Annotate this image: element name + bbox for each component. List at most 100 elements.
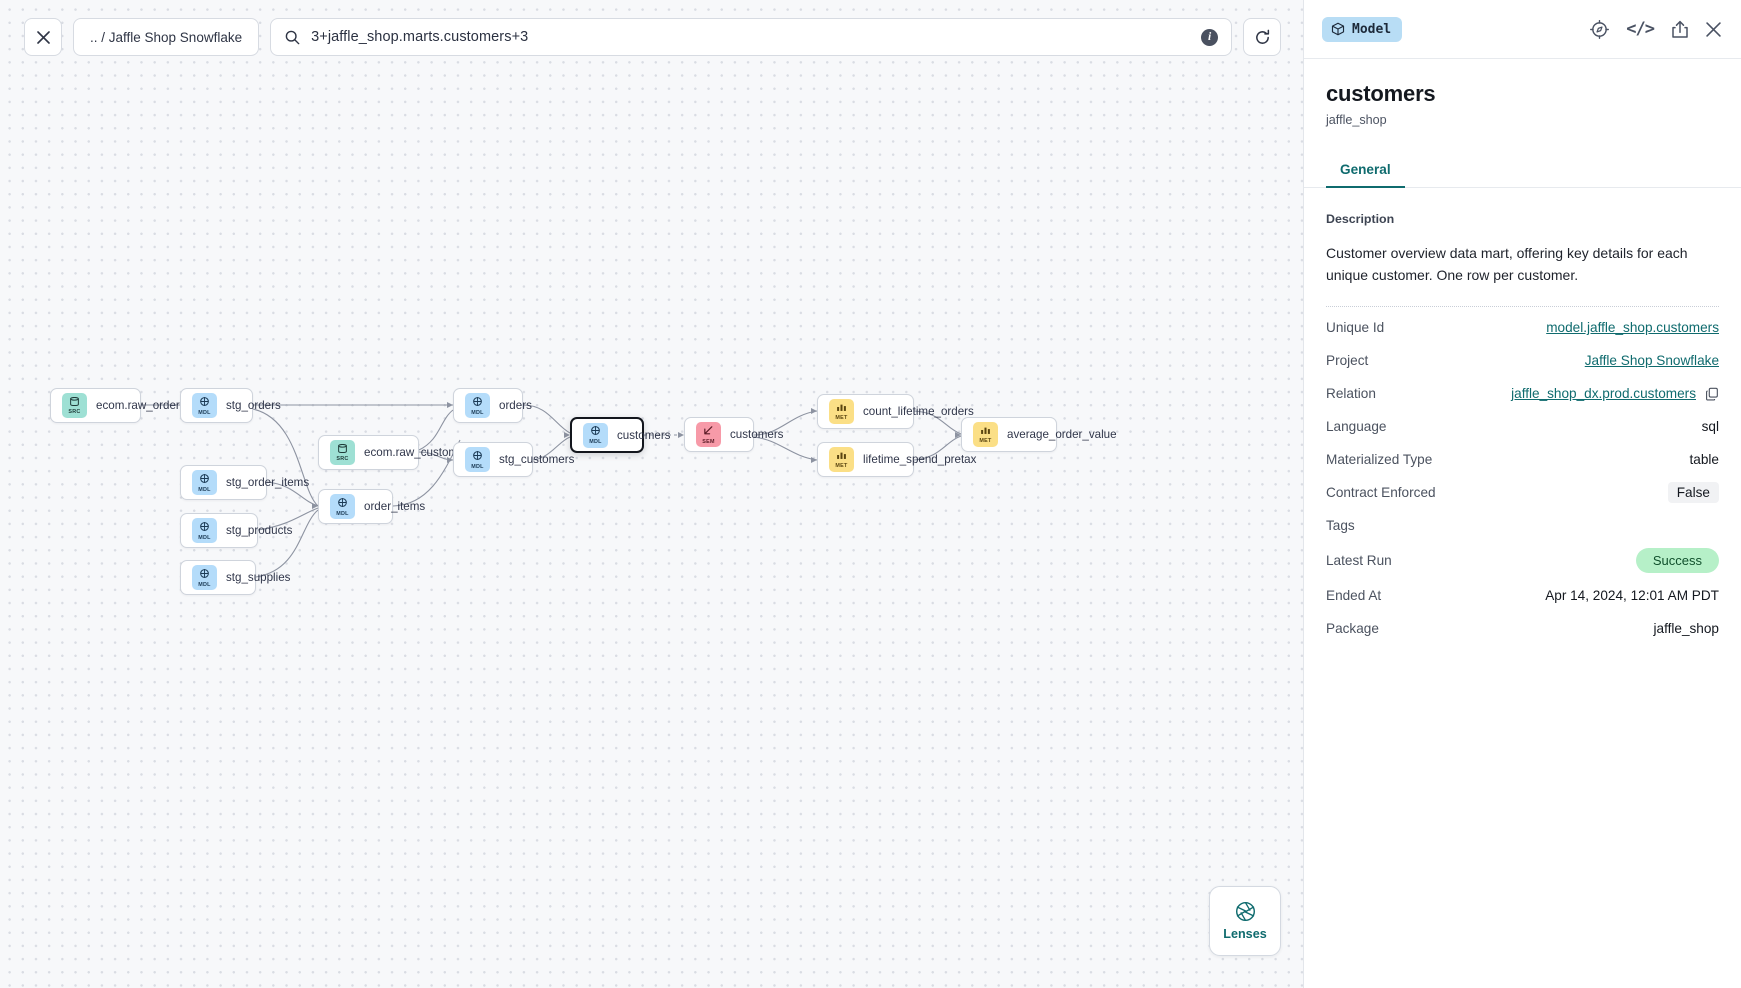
metadata-value: Apr 14, 2024, 12:01 AM PDT [1545, 588, 1719, 604]
status-badge: Success [1635, 548, 1719, 574]
details-panel-header: Model </> [1304, 0, 1741, 59]
compass-icon[interactable] [1590, 19, 1610, 39]
mdl-node-type-icon: MDL [192, 565, 217, 590]
node-label: ecom.raw_orders [96, 399, 186, 412]
lenses-button[interactable]: Lenses [1209, 886, 1281, 956]
aperture-icon [1235, 902, 1255, 921]
metadata-value-wrap: Success [1635, 548, 1719, 574]
close-icon [36, 30, 50, 44]
mdl-node-type-icon: MDL [330, 494, 355, 519]
lineage-node-customers_semantic[interactable]: SEM customers [684, 417, 783, 452]
search-value: 3+jaffle_shop.marts.customers+3 [311, 29, 529, 45]
lineage-node-ecom_raw_customers[interactable]: SRC ecom.raw_customers [318, 435, 474, 470]
metadata-value[interactable]: model.jaffle_shop.customers [1546, 320, 1719, 336]
src-node-type-icon: SRC [330, 440, 355, 465]
lineage-search-input[interactable]: 3+jaffle_shop.marts.customers+3 i [270, 18, 1233, 56]
metadata-row: Language sql [1326, 410, 1719, 443]
mdl-node-type-icon: MDL [465, 393, 490, 418]
lineage-node-stg_supplies[interactable]: MDL stg_supplies [180, 560, 290, 595]
metadata-value-wrap: jaffle_shop [1653, 621, 1719, 636]
lenses-label: Lenses [1223, 927, 1267, 941]
node-label: customers [730, 428, 784, 441]
metadata-value-wrap: table [1690, 452, 1719, 467]
code-icon[interactable]: </> [1626, 19, 1655, 39]
node-label: lifetime_spend_pretax [863, 453, 977, 466]
met-node-type-icon: MET [829, 399, 854, 424]
metadata-value: sql [1701, 419, 1719, 435]
metadata-key: Relation [1326, 386, 1376, 402]
metadata-value-wrap: False [1667, 482, 1719, 504]
close-lineage-button[interactable] [24, 18, 62, 56]
metadata-key: Tags [1326, 518, 1355, 534]
metadata-value[interactable]: Jaffle Shop Snowflake [1584, 353, 1719, 369]
page-subtitle: jaffle_shop [1326, 113, 1387, 127]
mdl-node-type-icon: MDL [192, 518, 217, 543]
search-icon [285, 30, 300, 44]
metadata-key: Language [1326, 419, 1387, 435]
node-label: stg_products [226, 524, 293, 537]
metadata-key: Latest Run [1326, 553, 1392, 569]
node-label: stg_order_items [226, 476, 310, 489]
badge-label: Model [1352, 21, 1392, 37]
metadata-row: Relation jaffle_shop_dx.prod.customers [1326, 377, 1719, 410]
resource-type-badge[interactable]: Model [1322, 16, 1403, 42]
node-label: count_lifetime_orders [863, 405, 974, 418]
node-label: stg_supplies [226, 571, 291, 584]
metadata-value-wrap: model.jaffle_shop.customers [1546, 320, 1719, 335]
metadata-row: Contract Enforced False [1326, 476, 1719, 509]
metadata-value: table [1689, 452, 1719, 468]
metadata-key: Contract Enforced [1326, 485, 1436, 501]
node-label: stg_customers [499, 453, 575, 466]
lineage-edges [141, 402, 962, 578]
metadata-key: Unique Id [1326, 320, 1385, 336]
share-icon[interactable] [1671, 20, 1689, 39]
page-title: customers [1326, 81, 1436, 106]
metadata-value-wrap: Apr 14, 2024, 12:01 AM PDT [1545, 588, 1719, 603]
mdl-node-type-icon: MDL [192, 470, 217, 495]
node-label: orders [499, 399, 532, 412]
metadata-row: Unique Id model.jaffle_shop.customers [1326, 311, 1719, 344]
details-tabs: General [1304, 157, 1741, 188]
lineage-node-orders[interactable]: MDL orders [453, 388, 532, 423]
copy-icon[interactable] [1705, 387, 1719, 401]
close-panel-icon[interactable] [1706, 21, 1721, 37]
node-label: order_items [364, 500, 426, 513]
panel-action-icons: </> [1590, 19, 1721, 39]
description-label: Description [1326, 212, 1395, 226]
lineage-node-stg_products[interactable]: MDL stg_products [180, 513, 292, 548]
metadata-value[interactable]: jaffle_shop_dx.prod.customers [1511, 386, 1696, 402]
mdl-node-type-icon: MDL [192, 393, 217, 418]
lineage-node-count_lifetime_orders[interactable]: MET count_lifetime_orders [817, 394, 974, 429]
details-panel: Model </> [1303, 0, 1741, 988]
metadata-value: False [1667, 482, 1719, 504]
details-panel-body: Description Customer overview data mart,… [1304, 188, 1741, 645]
node-label: stg_orders [226, 399, 281, 412]
canvas-toolbar: .. / Jaffle Shop Snowflake 3+jaffle_shop… [24, 18, 1282, 56]
tab-general[interactable]: General [1326, 157, 1405, 188]
lineage-node-stg_order_items[interactable]: MDL stg_order_items [180, 465, 309, 500]
breadcrumb[interactable]: .. / Jaffle Shop Snowflake [73, 18, 260, 56]
refresh-button[interactable] [1243, 18, 1282, 56]
node-label: ecom.raw_customers [364, 446, 475, 459]
sem-node-type-icon: SEM [696, 422, 721, 447]
info-icon[interactable]: i [1201, 28, 1219, 46]
description-text: Customer overview data mart, offering ke… [1326, 245, 1688, 284]
metadata-value-wrap: sql [1702, 419, 1719, 434]
lineage-node-stg_orders[interactable]: MDL stg_orders [180, 388, 281, 423]
met-node-type-icon: MET [973, 422, 998, 447]
mdl-node-type-icon: MDL [583, 422, 608, 448]
lineage-node-order_items[interactable]: MDL order_items [318, 489, 425, 524]
metadata-value: jaffle_shop [1653, 621, 1719, 637]
